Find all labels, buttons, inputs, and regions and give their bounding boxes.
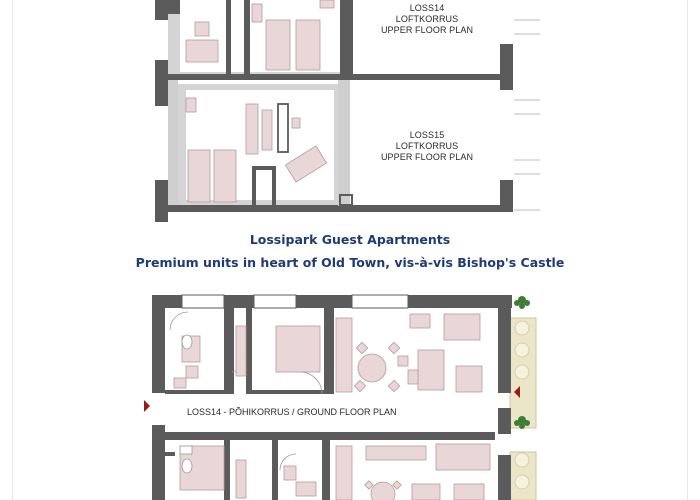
wall <box>165 452 175 456</box>
page-title: Lossipark Guest Apartments <box>249 232 451 247</box>
wall <box>500 180 513 212</box>
divider-wall <box>168 74 508 80</box>
wall <box>252 390 324 394</box>
wall <box>155 0 168 20</box>
terrace-pots <box>514 320 530 490</box>
upper-plan-loss15-room <box>186 90 334 200</box>
wall <box>272 166 276 208</box>
wall <box>155 60 168 90</box>
plan-code: LOSS15 <box>409 130 445 140</box>
wall <box>165 390 225 394</box>
plan-desc: UPPER FLOOR PLAN <box>380 25 474 35</box>
window-marks <box>514 19 540 211</box>
page-frame <box>12 0 688 500</box>
wall <box>152 295 165 393</box>
wall <box>340 0 353 76</box>
plant-icon <box>514 416 530 429</box>
wall <box>324 308 334 394</box>
plan-name: LOFTKORRUS <box>395 141 459 151</box>
upper-floor-plans <box>155 0 540 222</box>
plant-icons <box>514 296 530 429</box>
wall <box>338 80 350 206</box>
wall <box>155 90 168 106</box>
wall-column <box>339 194 353 206</box>
ground-plan-label: LOSS14 - PÕHIKORRUS / GROUND FLOOR PLAN <box>187 407 397 417</box>
window-opening <box>253 294 297 309</box>
wall <box>224 308 234 394</box>
wall <box>252 166 276 170</box>
wall <box>226 0 231 76</box>
window-opening <box>181 294 225 309</box>
wall <box>500 44 513 80</box>
wall <box>165 432 495 440</box>
bottom-wall <box>168 205 508 212</box>
page-subtitle: Premium units in heart of Old Town, vis-… <box>135 255 565 270</box>
wall <box>498 455 511 500</box>
wall <box>246 308 252 394</box>
wall <box>152 425 165 500</box>
wall <box>244 0 250 76</box>
plan-name: LOFTKORRUS <box>395 14 459 24</box>
wall <box>168 80 178 208</box>
wall <box>224 440 230 500</box>
window-opening <box>351 294 409 309</box>
entry-arrow-icon <box>144 400 150 412</box>
wall <box>252 166 256 208</box>
wall <box>322 440 330 500</box>
upper-plan-loss15-item <box>291 117 301 129</box>
ground-floor-plan <box>144 294 537 500</box>
wall-gap <box>168 308 224 312</box>
wall <box>498 295 511 393</box>
wall <box>168 0 180 14</box>
wall <box>500 80 513 90</box>
plan-desc: UPPER FLOOR PLAN <box>380 152 474 162</box>
wall <box>152 295 512 308</box>
upper-plan-loss15-furniture <box>185 97 328 203</box>
entry-arrow-icon <box>514 386 520 398</box>
upper-plan-loss14-furniture <box>185 0 335 71</box>
bathroom-fixtures <box>179 334 193 474</box>
plan-code: LOSS14 <box>409 3 445 13</box>
wall <box>155 180 168 222</box>
upper-plan-loss14-label: LOSS14 LOFTKORRUS UPPER FLOOR PLAN <box>372 3 482 36</box>
upper-plan-loss15-shelf <box>277 103 289 153</box>
upper-plan-loss15-label: LOSS15 LOFTKORRUS UPPER FLOOR PLAN <box>372 130 482 163</box>
plant-icon <box>514 296 530 309</box>
wall <box>272 440 278 500</box>
wall <box>498 408 511 434</box>
